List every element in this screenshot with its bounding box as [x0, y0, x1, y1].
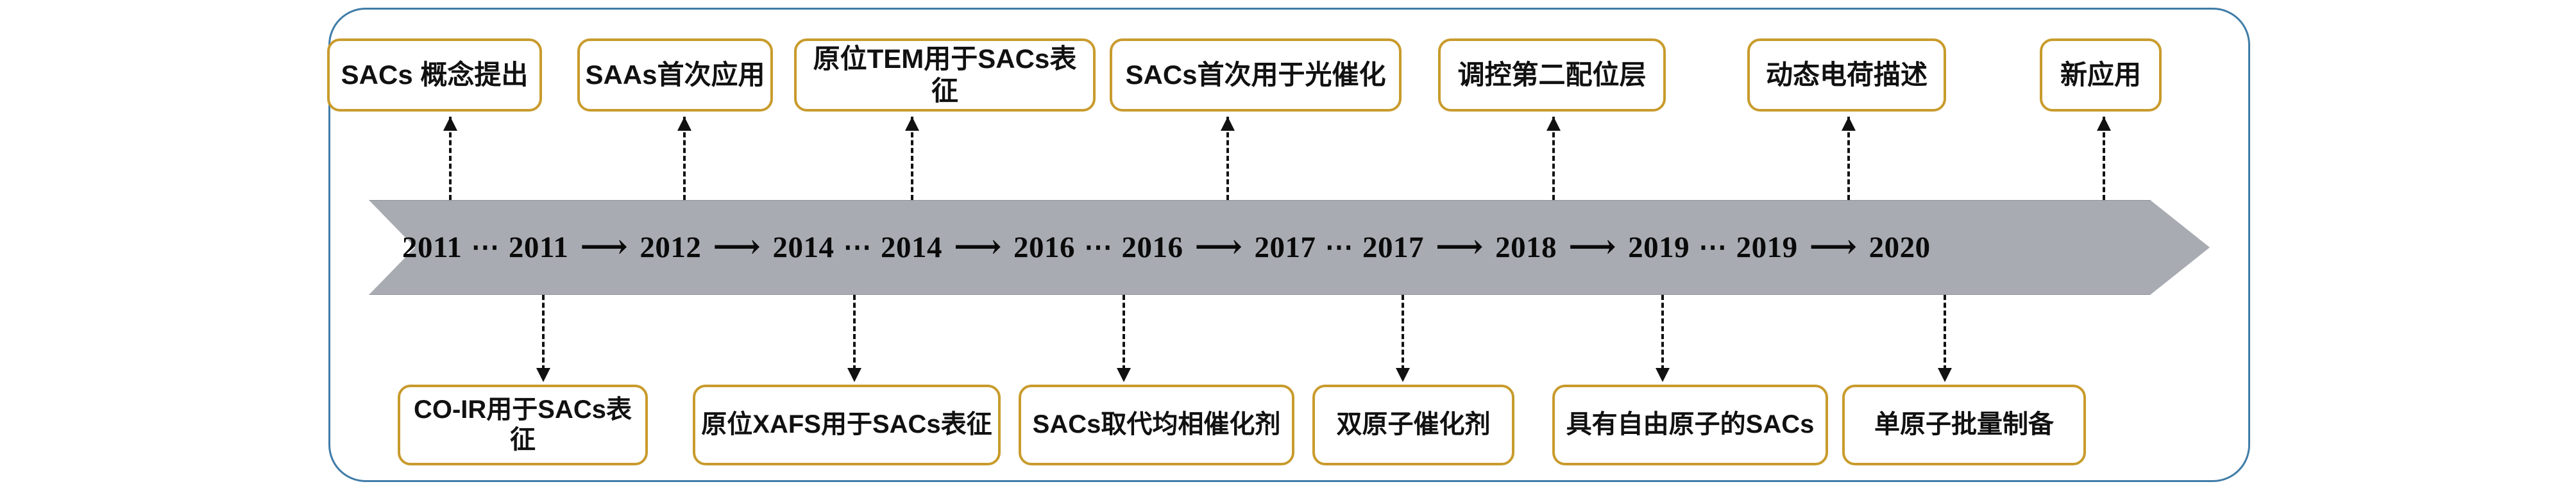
timeline-year-4: 2014 [880, 231, 942, 264]
event-box-label: CO-IR用于SACs表征 [413, 395, 632, 454]
timeline-ellipsis-separator: ⋯ [1083, 231, 1113, 263]
outer-frame-border [328, 8, 2250, 482]
connector-arrowhead-down-0 [536, 368, 550, 382]
event-box-label: 双原子催化剂 [1336, 410, 1491, 439]
event-box-label: 具有自由原子的SACs [1566, 410, 1815, 439]
connector-line-below-4 [1661, 295, 1664, 378]
event-box-label: 动态电荷描述 [1765, 60, 1928, 90]
event-box-label: 新应用 [2060, 60, 2141, 90]
connector-line-below-3 [1402, 295, 1404, 378]
connector-line-above-6 [2103, 117, 2105, 200]
event-box-above-5[interactable]: 动态电荷描述 [1747, 38, 1946, 112]
event-box-below-3[interactable]: 双原子催化剂 [1312, 385, 1514, 465]
timeline-arrow-separator: ⟶ [1436, 229, 1484, 265]
timeline-year-12: 2020 [1868, 231, 1931, 264]
event-box-label: 原位TEM用于SACs表征 [813, 44, 1077, 106]
timeline-arrow-separator: ⟶ [713, 229, 761, 265]
timeline-arrow-separator: ⟶ [1809, 229, 1858, 265]
event-box-below-0[interactable]: CO-IR用于SACs表征 [398, 385, 648, 465]
timeline-year-5: 2016 [1013, 231, 1075, 264]
connector-line-above-5 [1847, 117, 1850, 200]
connector-arrowhead-up-4 [1546, 117, 1561, 131]
timeline-year-8: 2017 [1362, 231, 1425, 264]
event-box-below-5[interactable]: 单原子批量制备 [1842, 385, 2086, 465]
event-box-above-4[interactable]: 调控第二配位层 [1438, 38, 1666, 112]
timeline-year-10: 2019 [1628, 231, 1690, 264]
connector-line-below-1 [853, 295, 856, 378]
connector-arrowhead-up-3 [1221, 117, 1235, 131]
timeline-year-3: 2014 [772, 231, 835, 264]
event-box-label: SAAs首次应用 [585, 60, 765, 90]
timeline-ellipsis-separator: ⋯ [843, 231, 872, 263]
event-box-above-0[interactable]: SACs 概念提出 [327, 38, 542, 112]
connector-arrowhead-up-6 [2097, 117, 2111, 131]
connector-line-above-0 [449, 117, 452, 200]
timeline-arrow-body [369, 200, 2210, 295]
timeline-ellipsis-separator: ⋯ [1699, 231, 1727, 263]
timeline-year-11: 2019 [1736, 231, 1798, 264]
connector-arrowhead-down-1 [847, 368, 861, 382]
event-box-label: 原位XAFS用于SACs表征 [701, 410, 992, 439]
connector-arrowhead-down-5 [1938, 368, 1952, 382]
connector-arrowhead-up-0 [443, 117, 457, 131]
event-box-below-2[interactable]: SACs取代均相催化剂 [1019, 385, 1294, 465]
timeline-arrow-separator: ⟶ [580, 229, 629, 265]
connector-line-above-2 [911, 117, 913, 200]
connector-line-above-4 [1552, 117, 1555, 200]
connector-line-below-5 [1944, 295, 1946, 378]
connector-line-below-2 [1123, 295, 1125, 378]
timeline-year-7: 2017 [1254, 231, 1316, 264]
event-box-below-4[interactable]: 具有自由原子的SACs [1552, 385, 1828, 465]
timeline-ellipsis-separator: ⋯ [471, 231, 500, 263]
event-box-above-6[interactable]: 新应用 [2040, 38, 2162, 112]
event-box-below-1[interactable]: 原位XAFS用于SACs表征 [693, 385, 1001, 465]
timeline-ellipsis-separator: ⋯ [1325, 231, 1354, 263]
event-box-label: 调控第二配位层 [1457, 60, 1647, 90]
connector-line-above-1 [683, 117, 686, 200]
timeline-arrow-separator: ⟶ [953, 229, 1002, 265]
event-box-label: SACs取代均相催化剂 [1032, 410, 1281, 439]
connector-arrowhead-down-3 [1396, 368, 1410, 382]
timeline-year-9: 2018 [1495, 231, 1557, 264]
timeline-year-1: 2011 [508, 231, 569, 264]
connector-arrowhead-down-4 [1656, 368, 1670, 382]
timeline-year-strip: 2011⋯2011⟶2012⟶2014⋯2014⟶2016⋯2016⟶2017⋯… [369, 200, 2171, 295]
event-box-above-2[interactable]: 原位TEM用于SACs表征 [794, 38, 1096, 112]
event-box-above-1[interactable]: SAAs首次应用 [577, 38, 773, 112]
timeline-year-2: 2012 [640, 231, 702, 264]
connector-arrowhead-up-2 [905, 117, 919, 131]
connector-arrowhead-down-2 [1117, 368, 1131, 382]
connector-line-above-3 [1226, 117, 1229, 200]
event-box-label: SACs首次用于光催化 [1125, 60, 1386, 90]
event-box-label: SACs 概念提出 [341, 60, 529, 90]
timeline-year-0: 2011 [402, 231, 462, 264]
connector-arrowhead-up-1 [677, 117, 691, 131]
timeline-arrow-separator: ⟶ [1568, 229, 1617, 265]
timeline-year-6: 2016 [1121, 231, 1183, 264]
connector-line-below-0 [542, 295, 545, 378]
event-box-above-3[interactable]: SACs首次用于光催化 [1110, 38, 1402, 112]
event-box-label: 单原子批量制备 [1874, 410, 2054, 439]
connector-arrowhead-up-5 [1842, 117, 1856, 131]
timeline-arrow-separator: ⟶ [1194, 229, 1243, 265]
